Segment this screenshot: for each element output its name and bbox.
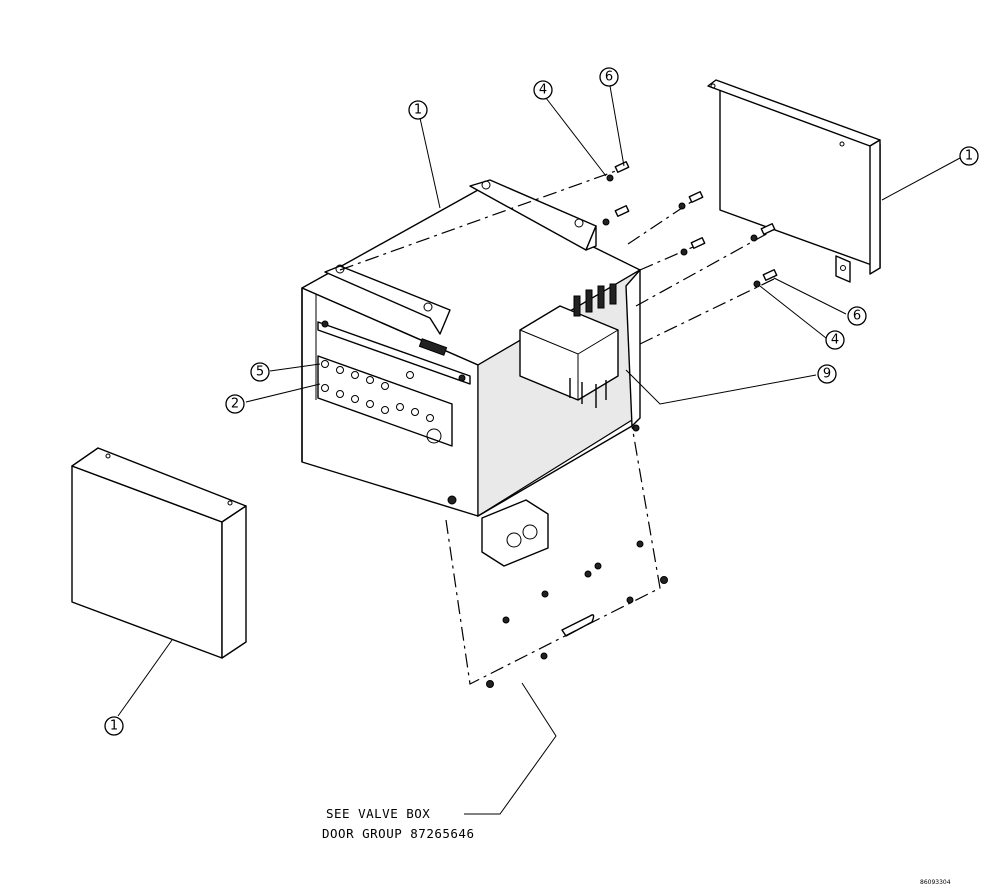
note-line-2: DOOR GROUP 87265646 (322, 826, 475, 841)
callout-4-top: 4 (533, 80, 553, 100)
callout-1-left-cover: 1 (104, 716, 124, 736)
drawing-id: 86093304 (920, 879, 951, 886)
callout-6-top: 6 (599, 67, 619, 87)
svg-text:4: 4 (539, 83, 547, 98)
callout-6-right: 6 (847, 306, 867, 326)
callout-9: 9 (817, 364, 837, 384)
grommet-holes (321, 360, 442, 444)
callout-5: 5 (250, 362, 270, 382)
svg-text:4: 4 (831, 333, 839, 348)
svg-text:1: 1 (110, 719, 118, 734)
callout-4-right: 4 (825, 330, 845, 350)
valve-box-door (445, 425, 668, 688)
svg-text:6: 6 (853, 309, 861, 324)
svg-text:6: 6 (605, 70, 613, 85)
left-cover-panel (71, 447, 247, 659)
svg-text:5: 5 (256, 365, 264, 380)
note-line-1: SEE VALVE BOX (326, 806, 430, 821)
callout-1-main-box: 1 (408, 100, 428, 120)
callout-2: 2 (225, 394, 245, 414)
main-valve-box (301, 179, 641, 518)
hardware-bolts (339, 161, 778, 345)
svg-text:1: 1 (414, 103, 422, 118)
svg-text:2: 2 (231, 397, 239, 412)
callout-1-right-cover: 1 (959, 146, 979, 166)
right-cover-panel (707, 79, 881, 283)
svg-text:1: 1 (965, 149, 973, 164)
svg-text:9: 9 (823, 367, 831, 382)
leader-lines (117, 85, 961, 815)
